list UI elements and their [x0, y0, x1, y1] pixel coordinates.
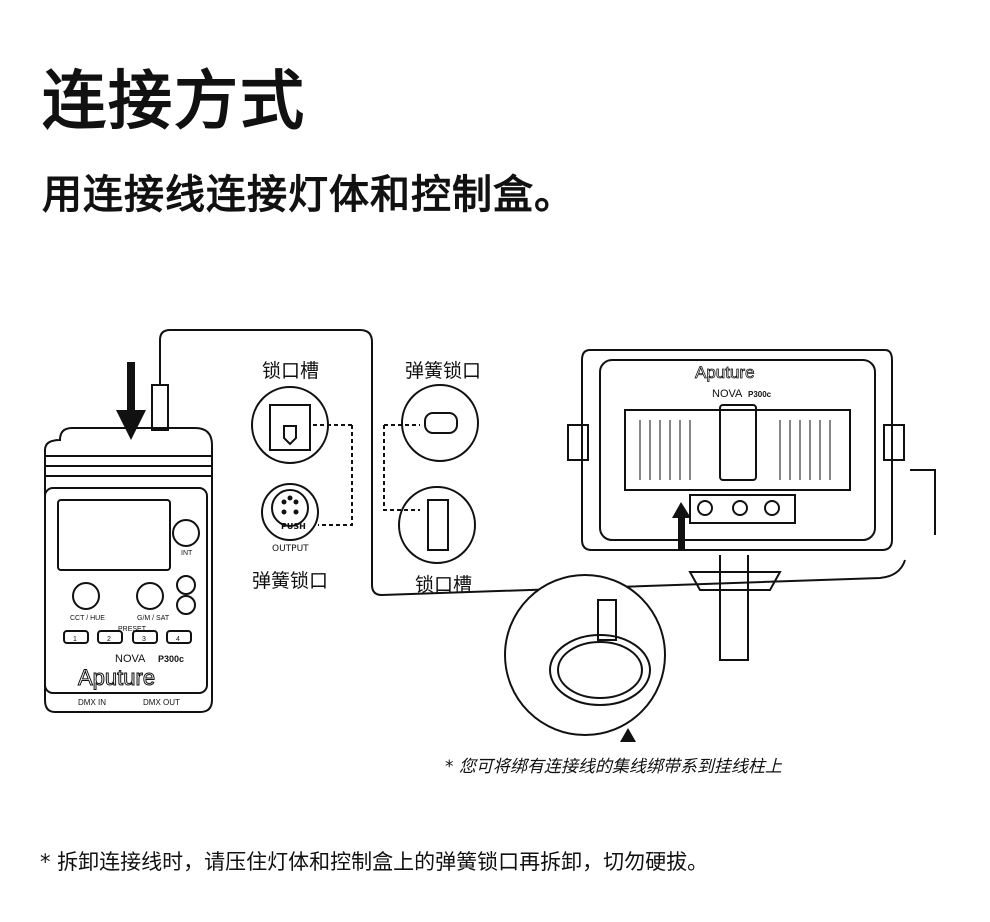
detail-spring-lock-top [401, 384, 479, 462]
preset-button-4[interactable] [166, 630, 192, 644]
dmx-out-label: DMX OUT [143, 698, 180, 707]
light-model-code: P300c [748, 390, 772, 399]
spring-lock-label-top: 弹簧锁口 [405, 360, 482, 382]
spring-lock-label-bottom: 弹簧锁口 [252, 570, 329, 592]
light-brand: Aputure [695, 363, 755, 382]
output-label: OUTPUT [272, 544, 309, 554]
light-panel [567, 349, 936, 661]
light-port-3[interactable] [764, 500, 780, 516]
page-title: 连接方式 [42, 65, 306, 139]
cable-plug [151, 384, 169, 431]
preset-2[interactable]: 2 [107, 636, 111, 643]
push-label: PUSH [281, 522, 306, 531]
removal-note: * 拆卸连接线时，请压住灯体和控制盒上的弹簧锁口再拆卸，切勿硬拔。 [40, 850, 709, 874]
control-model: NOVA [115, 653, 146, 665]
preset-4[interactable]: 4 [176, 636, 180, 643]
gm-sat-label: G/M / SAT [137, 615, 170, 622]
control-screen [57, 499, 171, 571]
preset-button-1[interactable] [63, 630, 89, 644]
dmx-in-label: DMX IN [78, 698, 106, 707]
detail-output-connector [261, 483, 319, 541]
light-port-1[interactable] [697, 500, 713, 516]
cable [159, 329, 906, 597]
up-arrow-icon [672, 502, 691, 550]
preset-label: PRESET [118, 626, 147, 633]
int-label: INT [181, 550, 193, 557]
lock-slot-label-bottom: 锁口槽 [415, 574, 473, 596]
control-box [44, 427, 213, 713]
light-port-2[interactable] [732, 500, 748, 516]
strap-note: * 您可将绑有连接线的集线绑带系到挂线柱上 [445, 757, 782, 777]
preset-3[interactable]: 3 [142, 636, 146, 643]
light-port-panel [689, 494, 796, 524]
detail-lock-slot-bottom [398, 486, 476, 564]
control-model-code: P300c [158, 654, 184, 664]
preset-button-3[interactable] [132, 630, 158, 644]
control-brand: Aputure [78, 665, 155, 690]
side-button-upper[interactable] [176, 575, 196, 595]
gm-sat-knob[interactable] [136, 582, 164, 610]
light-model: NOVA [712, 388, 743, 400]
cct-hue-label: CCT / HUE [70, 615, 105, 622]
pointer-triangle-icon [620, 728, 636, 742]
dashed-connector-lines [310, 424, 420, 526]
preset-button-2[interactable] [97, 630, 123, 644]
page-subtitle: 用连接线连接灯体和控制盒。 [42, 172, 575, 218]
insert-arrow-icon [116, 362, 146, 440]
cct-hue-knob[interactable] [72, 582, 100, 610]
lock-slot-label-top: 锁口槽 [262, 360, 320, 382]
side-button-lower[interactable] [176, 595, 196, 615]
detail-cable-strap [504, 574, 666, 736]
int-knob[interactable] [172, 519, 200, 547]
preset-1[interactable]: 1 [73, 636, 77, 643]
